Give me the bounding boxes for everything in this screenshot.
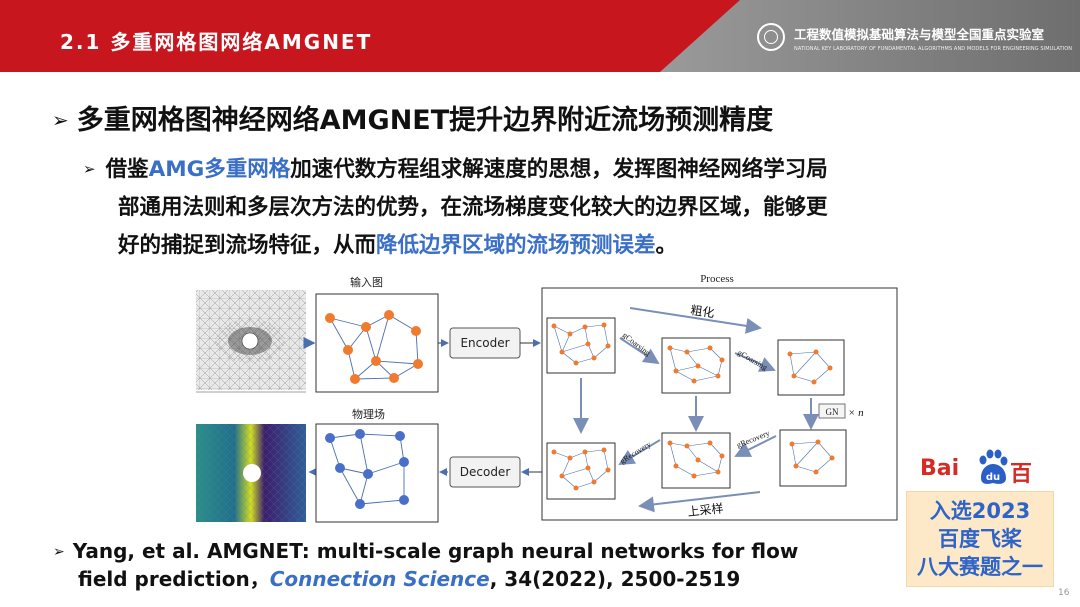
para-text: 借鉴 [105,157,149,182]
reference-line-1: Yang, et al. AMGNET: multi-scale graph n… [72,539,799,563]
award-line-3: 八大赛题之一 [917,555,1043,579]
upsample-label: 上采样 [687,500,724,519]
decoder-label: Decoder [460,465,511,479]
reference-citation: ➢ Yang, et al. AMGNET: multi-scale graph … [53,538,798,593]
encoder-label: Encoder [460,336,509,350]
lab-subtitle: NATIONAL KEY LABORATORY OF FUNDAMENTAL A… [794,46,1073,52]
header-red-slant [660,0,740,72]
bullet-arrow-icon: ➢ [52,108,69,132]
page-number: 16 [1058,588,1070,598]
input-mesh-image [196,290,306,393]
para-text: 好的捕捉到流场特征，从而 [118,233,377,258]
reference-line-2: field prediction， [78,567,270,591]
main-bullet: ➢ 多重网格图神经网络AMGNET提升边界附近流场预测精度 [52,98,773,137]
para-highlight: 降低边界区域的流场预测误差 [376,233,656,258]
lab-name: 工程数值模拟基础算法与模型全国重点实验室 [794,27,1045,42]
para-text: 。 [655,233,678,258]
para-highlight: AMG多重网格 [148,157,291,182]
award-line-1: 入选2023 [929,499,1031,523]
gn-label: GN [826,407,839,417]
baidu-logo-text: Bai [920,456,960,481]
main-bullet-text: 多重网格图神经网络AMGNET提升边界附近流场预测精度 [76,105,774,136]
physical-field-label: 物理场 [352,407,385,421]
lab-logo-icon [757,23,785,51]
bullet-arrow-icon: ➢ [53,544,65,560]
coarsen-label: 粗化 [690,303,716,320]
input-graph-label: 输入图 [350,275,383,289]
slide-title: 2.1 多重网格图网络AMGNET [60,30,373,54]
baidu-logo: Bai du 百度 [920,448,1050,519]
sub-bullet-paragraph: ➢ 借鉴AMG多重网格加速代数方程组求解速度的思想，发挥图神经网络学习局 部通用法… [83,150,1043,265]
baidu-paw-text: du [986,472,1000,483]
reference-volume: , 34(2022), 2500-2519 [489,567,741,591]
para-text: 加速代数方程组求解速度的思想，发挥图神经网络学习局 [290,157,828,182]
process-label: Process [700,273,734,285]
baidu-paw-icon: du [979,449,1008,484]
slide-header: 2.1 多重网格图网络AMGNET 工程数值模拟基础算法与模型全国重点实验室 N… [0,0,1080,72]
para-line-2: 部通用法则和多层次方法的优势，在流场梯度变化较大的边界区域，能够更 [118,195,828,220]
journal-name: Connection Science [269,567,490,591]
times-n-label: × n [848,407,864,419]
award-line-2: 百度飞桨 [938,527,1022,551]
award-badge: 入选2023 百度飞桨 八大赛题之一 [906,491,1054,587]
flow-field-image [196,424,306,522]
bullet-arrow-icon: ➢ [83,160,96,178]
amgnet-diagram: 输入图 物理场 Encoder Decoder Proce [196,273,898,523]
header-red-band [0,0,660,72]
